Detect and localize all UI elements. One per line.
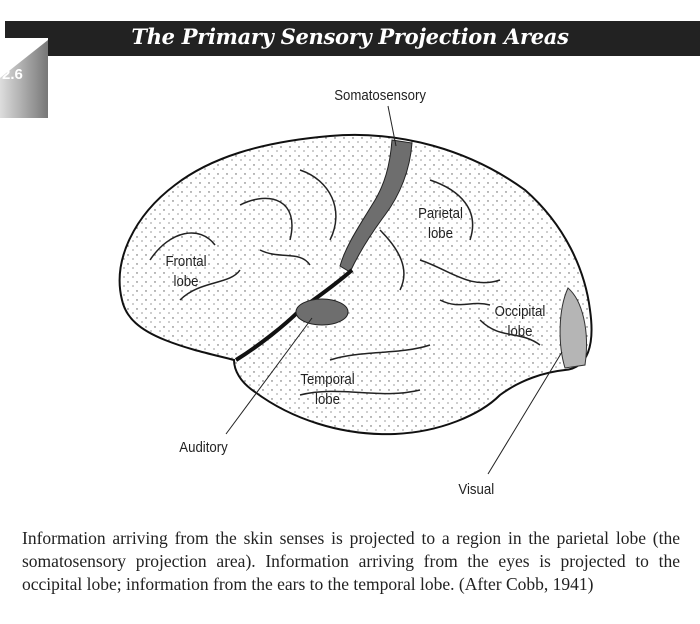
- somatosensory-leader: [387, 105, 397, 147]
- label-temporal-lobe: Temporal lobe: [300, 371, 355, 408]
- label-frontal-lobe: Frontal lobe: [165, 253, 207, 290]
- auditory-area: [295, 298, 349, 326]
- gyri-lines: [149, 169, 541, 396]
- label-somatosensory: Somatosensory: [334, 87, 426, 104]
- visual-leader: [487, 351, 563, 475]
- figure-tab: [0, 38, 48, 118]
- figure-title: The Primary Sensory Projection Areas: [131, 24, 569, 49]
- visual-area: [559, 287, 587, 369]
- figure-caption: Information arriving from the skin sense…: [22, 528, 680, 594]
- label-parietal-lobe: Parietal lobe: [418, 205, 463, 242]
- label-visual: Visual: [458, 481, 495, 498]
- brain-diagram: [118, 105, 593, 475]
- auditory-leader: [225, 317, 313, 435]
- label-auditory: Auditory: [179, 439, 228, 456]
- figure-number: 2.6: [2, 66, 23, 83]
- label-occipital-lobe: Occipital lobe: [494, 303, 546, 340]
- title-bar: [5, 21, 700, 56]
